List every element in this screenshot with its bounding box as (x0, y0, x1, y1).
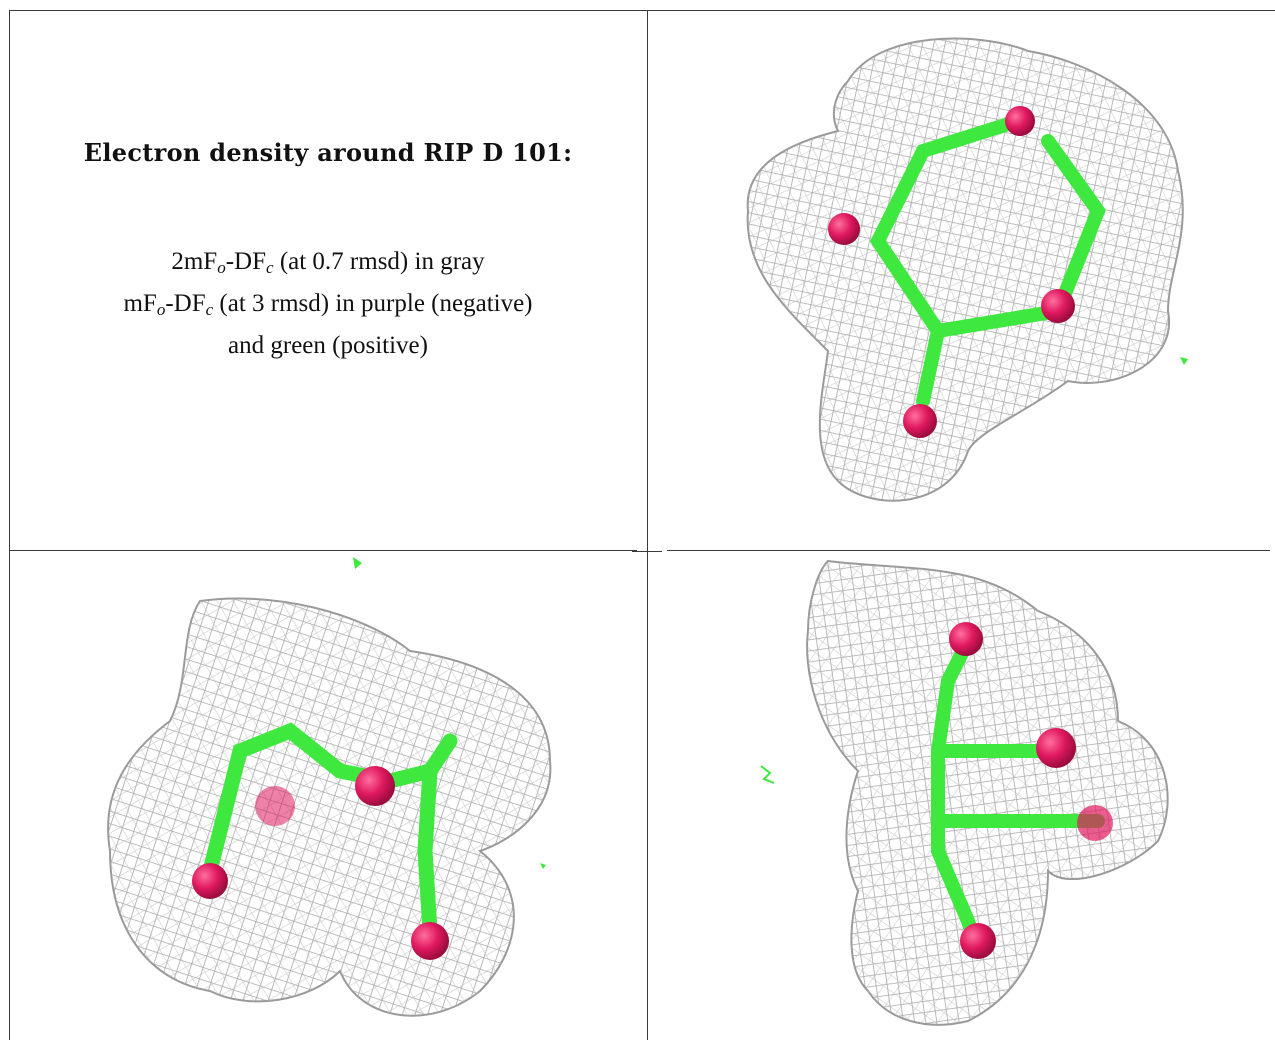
row-divider-left (9, 550, 637, 551)
atom-sphere (1077, 805, 1113, 841)
bond-sticks (869, 114, 1106, 408)
table-top-border (9, 10, 1275, 11)
mesh-blob (806, 559, 1169, 1026)
atom-sphere (355, 766, 395, 806)
density-view-bottom-left (107, 557, 552, 1017)
atom-sphere (960, 923, 996, 959)
figure-title: Electron density around RIP D 101: (83, 138, 573, 167)
legend-line-2-suffix: (at 3 rmsd) in purple (negative) (213, 290, 533, 317)
oxygen-atoms (828, 106, 1075, 438)
legend-line-1-sub-o: o (217, 258, 226, 277)
positive-density-blob (1180, 357, 1188, 365)
legend-line-1-sub-c: c (266, 258, 274, 277)
legend-line-2: mFo-DFc (at 3 rmsd) in purple (negative) (9, 286, 647, 328)
bond-sticks (202, 722, 458, 939)
mesh-blob (746, 37, 1184, 502)
oxygen-atoms (949, 622, 1113, 959)
legend-line-2-sub-o: o (156, 300, 166, 319)
legend-line-1-prefix: 2mF (171, 248, 218, 275)
legend-line-1: 2mFo-DFc (at 0.7 rmsd) in gray (9, 244, 647, 286)
legend-line-2-sub-c: c (205, 300, 214, 319)
legend-line-2-prefix: mF (123, 290, 157, 317)
table-left-border (9, 10, 10, 1040)
positive-density-blob (353, 557, 546, 869)
density-view-bottom-right (760, 559, 1169, 1026)
atom-sphere (411, 922, 449, 960)
atom-sphere (903, 404, 937, 438)
mesh-blob (107, 597, 552, 1017)
table-middle-divider (647, 10, 648, 1040)
legend-text: 2mFo-DFc (at 0.7 rmsd) in gray mFo-DFc (… (9, 244, 647, 364)
legend-line-2-df: -DF (165, 290, 206, 317)
atom-sphere (1005, 106, 1035, 136)
atom-sphere (828, 213, 860, 245)
legend-line-3: and green (positive) (228, 332, 428, 359)
legend-line-1-df: -DF (225, 248, 267, 275)
atom-sphere (192, 863, 228, 899)
oxygen-atoms (192, 766, 449, 960)
row-divider-right (667, 550, 1270, 551)
positive-density-blob (760, 765, 775, 784)
density-view-top-right (746, 37, 1188, 502)
atom-sphere (255, 786, 295, 826)
atom-sphere (1036, 728, 1076, 768)
row-divider-mid (632, 551, 662, 552)
caption-cell: Electron density around RIP D 101: 2mFo-… (9, 11, 647, 551)
atom-sphere (1041, 289, 1075, 323)
atom-sphere (949, 622, 983, 656)
legend-line-1-suffix: (at 0.7 rmsd) in gray (273, 248, 485, 275)
